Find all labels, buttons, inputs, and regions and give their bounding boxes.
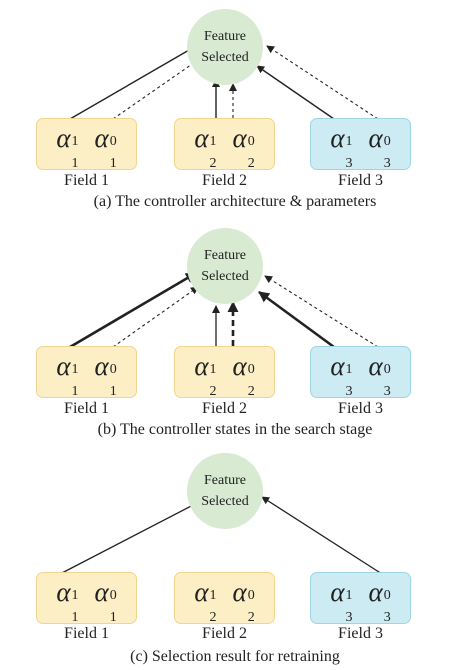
- node-label-line2: Selected: [201, 269, 249, 284]
- edge-a-field3-dashed: [266, 45, 379, 120]
- node-label-line2: Selected: [201, 50, 249, 65]
- feature-selected-node-a: Feature Selected: [187, 9, 263, 85]
- edge-b-field3-dashed: [264, 275, 379, 348]
- field-2-label-c: Field 2: [202, 625, 247, 642]
- edge-b-field3-solid: [258, 290, 335, 349]
- edge-c-field3-solid: [261, 496, 383, 575]
- edge-a-field1-dashed: [112, 59, 199, 120]
- field-1-label-c: Field 1: [64, 625, 109, 642]
- feature-selected-node-b: Feature Selected: [187, 228, 263, 304]
- caption-a: (a) The controller architecture & parame…: [93, 193, 377, 210]
- edge-a-field1-solid: [69, 45, 197, 120]
- node-label-line1: Feature: [204, 248, 246, 263]
- edge-c-field1-solid: [59, 502, 198, 575]
- caption-c: (c) Selection result for retraining: [130, 648, 340, 665]
- node-label-line2: Selected: [201, 494, 249, 509]
- field-2-label-a: Field 2: [202, 172, 247, 189]
- field-1-label-a: Field 1: [64, 172, 109, 189]
- field-1-label-b: Field 1: [64, 400, 109, 417]
- node-label-line1: Feature: [204, 29, 246, 44]
- field-2-label-b: Field 2: [202, 400, 247, 417]
- field-3-label-b: Field 3: [338, 400, 383, 417]
- feature-selected-node-c: Feature Selected: [187, 453, 263, 529]
- edge-b-field1-solid: [69, 271, 197, 349]
- field-3-label-c: Field 3: [338, 625, 383, 642]
- edge-b-field1-dashed: [112, 286, 199, 348]
- field-3-label-a: Field 3: [338, 172, 383, 189]
- node-label-line1: Feature: [204, 473, 246, 488]
- caption-b: (b) The controller states in the search …: [97, 421, 373, 438]
- edge-a-field3-solid: [256, 65, 335, 120]
